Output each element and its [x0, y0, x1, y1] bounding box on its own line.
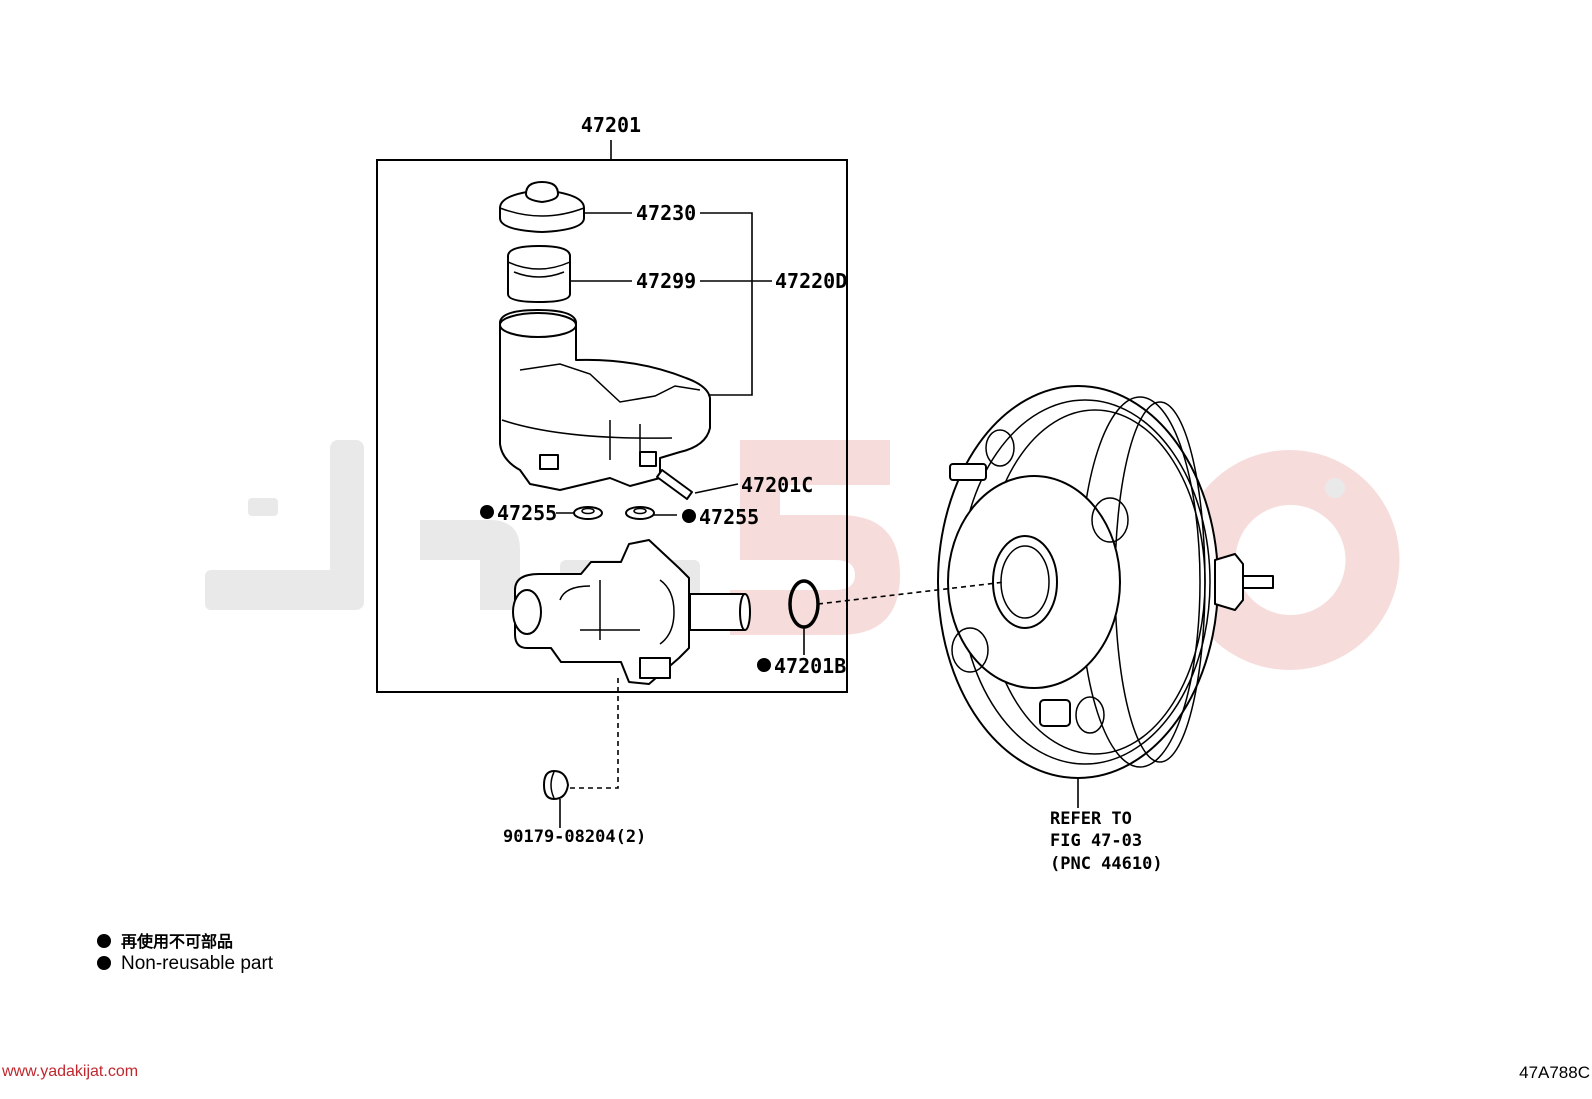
figure-code: 47A788C [1519, 1063, 1590, 1082]
label-47220d: 47220D [775, 269, 847, 293]
bullet-dot-icon [97, 956, 111, 970]
label-90179: 90179-08204(2) [503, 827, 646, 847]
label-47255-right: 47255 [699, 505, 759, 529]
legend-en-text: Non-reusable part [121, 953, 274, 974]
label-47299: 47299 [636, 269, 696, 293]
non-reusable-dot-47255-left [480, 505, 494, 519]
grommet-right-icon [625, 506, 655, 520]
refer-line-2: FIG 47-03 [1050, 831, 1142, 851]
legend-jp-text: 再使用不可部品 [121, 932, 234, 951]
brake-booster-icon [937, 385, 1274, 779]
watermark-url: www.yadakijat.com [2, 1063, 139, 1080]
reservoir-tank-icon [499, 309, 711, 491]
nut-icon [543, 770, 569, 800]
grommet-left-icon [573, 506, 603, 520]
label-47201c: 47201C [741, 473, 813, 497]
label-47201: 47201 [581, 113, 641, 137]
refer-line-3: (PNC 44610) [1050, 854, 1163, 874]
legend-english: Non-reusable part [97, 953, 273, 975]
pin-icon [656, 469, 693, 500]
label-47230: 47230 [636, 201, 696, 225]
non-reusable-dot-47255-right [682, 509, 696, 523]
master-cylinder-icon [512, 539, 751, 685]
legend-japanese: 再使用不可部品 [97, 928, 233, 952]
label-47255-left: 47255 [497, 501, 557, 525]
refer-line-1: REFER TO [1050, 809, 1132, 829]
assembly-box [376, 140, 848, 693]
label-47201b: 47201B [774, 654, 846, 678]
strainer-icon [507, 245, 571, 303]
reservoir-cap-icon [499, 181, 585, 233]
leader-lines [556, 212, 1079, 828]
bullet-dot-icon [97, 934, 111, 948]
non-reusable-dot-47201b [757, 658, 771, 672]
